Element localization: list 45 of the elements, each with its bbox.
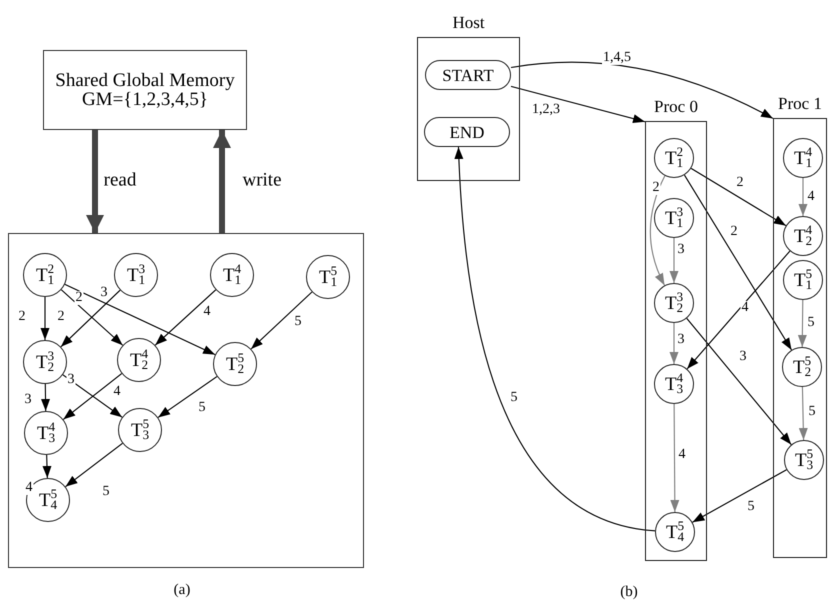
arrow	[684, 174, 792, 350]
arrow	[250, 292, 312, 350]
arrow	[692, 469, 787, 523]
edge-label: 1,4,5	[602, 51, 632, 65]
arrow	[798, 300, 807, 347]
arrow	[41, 384, 50, 411]
node-text: Shared Global Memory	[55, 71, 235, 90]
edge-label: 3	[100, 286, 108, 300]
group-heading: Proc 0	[654, 96, 698, 118]
memory-box	[43, 50, 247, 130]
arrow	[64, 284, 216, 356]
arrow	[510, 86, 646, 124]
edge-label: 2	[74, 291, 84, 305]
arrow	[686, 318, 792, 445]
arrow	[40, 297, 50, 340]
panel-caption: (b)	[620, 582, 638, 602]
arrow	[670, 323, 678, 364]
panel-box	[8, 233, 364, 568]
arrow	[798, 386, 808, 440]
terminal-pill	[425, 60, 511, 90]
arrow	[65, 442, 123, 488]
arrow	[650, 176, 666, 286]
node-text: START	[442, 66, 494, 84]
arrow	[510, 62, 774, 119]
arrow	[670, 238, 678, 283]
arrow	[454, 146, 656, 532]
arrow	[158, 376, 218, 418]
panel-caption: (a)	[174, 580, 190, 600]
edge-label: 1,2,3	[531, 103, 561, 117]
arrow	[670, 404, 680, 512]
arrow	[686, 250, 790, 370]
edge-label: 4	[24, 481, 34, 495]
node-text: END	[450, 124, 484, 140]
group-heading: Proc 1	[778, 92, 822, 114]
edge-label: 3	[66, 373, 76, 387]
arrow	[154, 289, 216, 346]
terminal-pill	[424, 117, 510, 147]
arrow	[690, 168, 786, 226]
edge-label: 2	[652, 181, 660, 195]
arrow	[42, 454, 52, 478]
group-heading: Host	[452, 12, 485, 34]
thick-arrow	[214, 130, 230, 233]
thick-arrow	[88, 130, 102, 233]
arrow	[798, 178, 808, 216]
node-text: GM={1,2,3,4,5}	[82, 90, 208, 109]
